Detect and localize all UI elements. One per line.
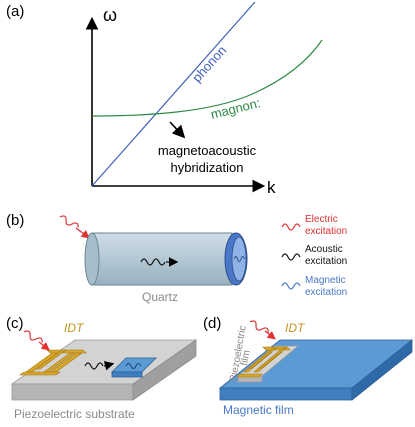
x-axis-label: k — [267, 178, 276, 197]
magnetic-film-label: Magnetic film — [223, 403, 294, 417]
panel-a-label: (a) — [6, 3, 24, 20]
acoustic-wave-icon-c — [84, 362, 104, 370]
magnetic-end-face — [231, 236, 247, 282]
magnetic-element-front — [111, 371, 143, 378]
electric-arrow-c — [38, 341, 50, 351]
electric-wave-icon — [59, 215, 79, 228]
hybridization-text-1: magnetoacoustic — [158, 143, 257, 158]
legend-magnetic-line1: Magnetic — [305, 275, 346, 286]
magnetic-wave-icon — [233, 256, 245, 262]
legend-acoustic-line2: excitation — [305, 256, 347, 267]
quartz-left-end — [84, 232, 100, 286]
substrate-side — [132, 339, 197, 401]
legend-magnetic-icon — [281, 282, 301, 290]
panel-a: (a) ω k phonon magnon: magnetoacoustic h… — [6, 1, 323, 197]
panel-b-label: (b) — [6, 212, 24, 229]
electric-wave-icon-c — [23, 330, 43, 343]
quartz-label: Quartz — [142, 290, 178, 304]
magnetic-film-side — [351, 339, 413, 401]
idt-d — [236, 346, 291, 378]
legend-electric-line1: Electric — [305, 214, 338, 225]
legend-acoustic-icon — [281, 253, 301, 261]
legend-magnetic-line2: excitation — [305, 287, 347, 298]
substrate-label: Piezoelectric substrate — [14, 407, 135, 421]
idt-label-c: IDT — [64, 321, 85, 335]
piezo-film-label-2: film — [239, 349, 253, 366]
panel-d-label: (d) — [203, 315, 221, 332]
legend: Electric excitation Acoustic excitation … — [281, 214, 347, 298]
substrate-front — [11, 383, 134, 401]
panel-c-label: (c) — [6, 315, 24, 332]
electric-arrow-d — [264, 330, 276, 340]
panel-c: (c) IDT Piezoelectric substrate — [6, 315, 198, 421]
hybridization-arrow — [169, 121, 186, 139]
legend-electric-line2: excitation — [305, 226, 347, 237]
legend-electric-icon — [281, 223, 301, 231]
phonon-line — [91, 1, 256, 187]
legend-acoustic-line1: Acoustic — [305, 244, 343, 255]
acoustic-arrow-c — [103, 361, 115, 371]
magnetic-wave-icon-c — [125, 363, 142, 369]
hybridization-text-2: hybridization — [171, 160, 244, 175]
idt-label-d: IDT — [285, 321, 306, 335]
panel-d: (d) IDT Piezoelectric film Magnetic film — [203, 315, 414, 417]
phonon-label: phonon — [189, 43, 229, 85]
idt-c — [19, 349, 87, 376]
electric-wave-icon-d — [249, 320, 269, 333]
panel-b: (b) Quartz Electric excitation Acoustic … — [6, 212, 347, 304]
magnetic-film-front — [219, 387, 353, 401]
magnon-curve — [91, 39, 323, 117]
acoustic-wave-icon — [140, 258, 166, 266]
magnon-label: magnon: — [209, 95, 262, 122]
electric-arrow — [75, 227, 90, 239]
y-axis-label: ω — [103, 5, 117, 25]
quartz-body — [91, 232, 233, 286]
